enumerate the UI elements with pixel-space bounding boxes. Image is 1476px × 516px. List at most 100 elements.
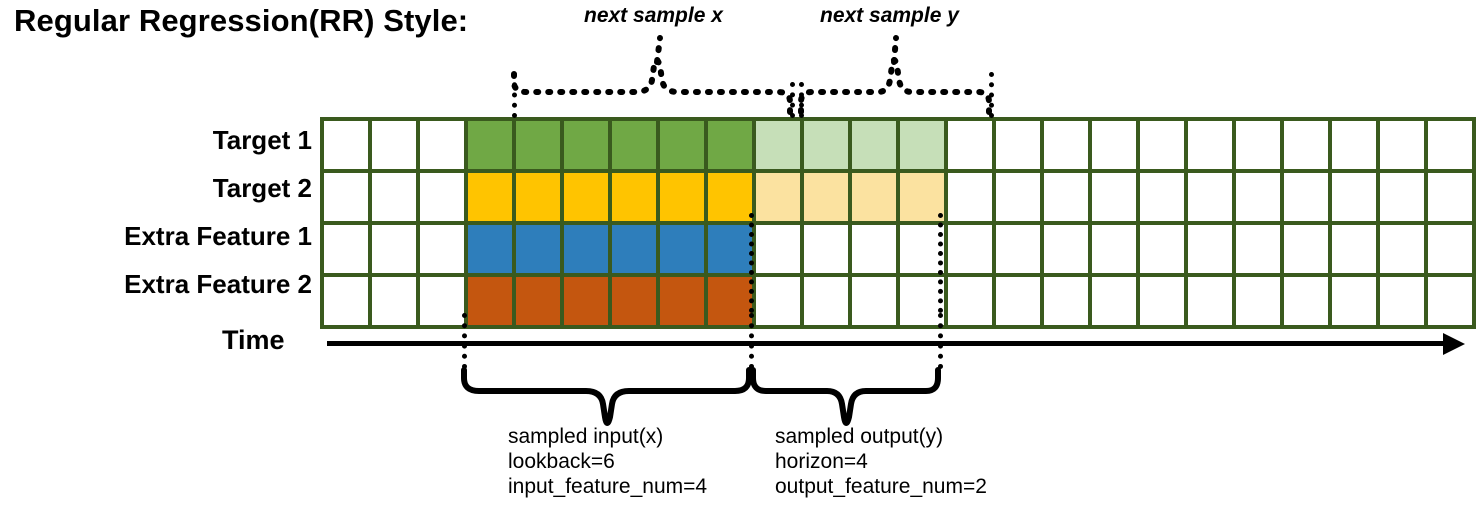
- grid-cell: [948, 277, 992, 325]
- grid-cell: [564, 173, 608, 221]
- grid-cell: [660, 173, 704, 221]
- grid-cell: [420, 121, 464, 169]
- grid-cell: [1140, 173, 1184, 221]
- grid-cell: [852, 121, 896, 169]
- grid-cell: [1140, 277, 1184, 325]
- grid-cell: [804, 173, 848, 221]
- grid-cell: [1428, 225, 1472, 273]
- time-axis-arrow-icon: [1443, 333, 1465, 355]
- annotation-lookback: lookback=6: [508, 450, 615, 473]
- grid-cell: [1092, 225, 1136, 273]
- grid-cell: [564, 277, 608, 325]
- grid-cell: [324, 277, 368, 325]
- dotted-guide-bottom-right: [938, 313, 943, 369]
- grid-cell: [900, 121, 944, 169]
- dotted-guide-top-right: [989, 72, 994, 118]
- row-label-target-1: Target 1: [212, 125, 312, 155]
- grid-cell: [1140, 225, 1184, 273]
- grid-cell: [1428, 121, 1472, 169]
- grid-cell: [708, 277, 752, 325]
- annotation-next-sample-x: next sample x: [584, 4, 723, 27]
- grid-cell: [612, 173, 656, 221]
- brace-sampled-output: [750, 367, 941, 426]
- grid-cell: [372, 277, 416, 325]
- grid-cell: [852, 277, 896, 325]
- grid-cell: [1284, 173, 1328, 221]
- grid-cell: [1092, 121, 1136, 169]
- row-label-target-2: Target 2: [212, 173, 312, 203]
- grid-cell: [1284, 277, 1328, 325]
- grid-cell: [948, 173, 992, 221]
- grid-cell: [1188, 173, 1232, 221]
- dotted-guide-bottom-left: [462, 313, 467, 369]
- dotted-guide-grid-right: [938, 213, 943, 313]
- grid-cell: [852, 225, 896, 273]
- grid-cell: [420, 277, 464, 325]
- grid-cell: [1236, 173, 1280, 221]
- dotted-guide-bottom-mid: [749, 313, 754, 369]
- grid-cell: [996, 121, 1040, 169]
- grid-cell: [1236, 121, 1280, 169]
- grid-cell: [1188, 277, 1232, 325]
- grid-cell: [708, 225, 752, 273]
- grid-cell: [324, 121, 368, 169]
- grid-cell: [1140, 121, 1184, 169]
- grid-cell: [1236, 225, 1280, 273]
- grid-cell: [804, 225, 848, 273]
- grid-cell: [1428, 173, 1472, 221]
- grid-cell: [804, 121, 848, 169]
- grid-cell: [516, 277, 560, 325]
- grid-cell: [1044, 225, 1088, 273]
- dotted-brace-next-sample-y: [798, 57, 992, 115]
- grid-cell: [1188, 225, 1232, 273]
- grid-cell: [1236, 277, 1280, 325]
- grid-cell: [1044, 173, 1088, 221]
- grid-cell: [1044, 121, 1088, 169]
- grid-cell: [756, 277, 800, 325]
- grid-cell: [708, 173, 752, 221]
- grid-cell: [516, 121, 560, 169]
- annotation-input-feature-num: input_feature_num=4: [508, 475, 708, 498]
- grid-cell: [996, 225, 1040, 273]
- row-label-extra-feature-2: Extra Feature 2: [124, 269, 312, 299]
- grid-cell: [612, 225, 656, 273]
- time-axis-label: Time: [222, 325, 285, 355]
- grid-cell: [660, 121, 704, 169]
- grid-cell: [900, 277, 944, 325]
- grid-cell: [660, 277, 704, 325]
- grid-cell: [420, 225, 464, 273]
- dotted-guide-top-mid-b: [799, 82, 804, 118]
- grid-cell: [948, 121, 992, 169]
- dotted-stub-next-sample-x: [654, 35, 663, 65]
- grid-cell: [1092, 277, 1136, 325]
- grid-cell: [1380, 173, 1424, 221]
- grid-cell: [468, 225, 512, 273]
- grid-cell: [324, 173, 368, 221]
- grid-cell: [612, 121, 656, 169]
- grid-cell: [420, 173, 464, 221]
- grid-cell: [372, 225, 416, 273]
- grid-cell: [468, 121, 512, 169]
- grid-cell: [516, 225, 560, 273]
- annotation-horizon: horizon=4: [775, 450, 868, 473]
- annotation-next-sample-y: next sample y: [820, 4, 959, 27]
- grid-cell: [468, 173, 512, 221]
- brace-sampled-input: [461, 367, 752, 426]
- grid-cell: [1044, 277, 1088, 325]
- grid-cell: [372, 121, 416, 169]
- grid-cell: [564, 225, 608, 273]
- grid-cell: [708, 121, 752, 169]
- page-title: Regular Regression(RR) Style:: [14, 3, 469, 38]
- grid-cell: [1428, 277, 1472, 325]
- row-label-column: Target 1 Target 2 Extra Feature 1 Extra …: [10, 117, 312, 313]
- grid-cell: [1332, 173, 1376, 221]
- annotation-output-feature-num: output_feature_num=2: [775, 475, 987, 498]
- grid-cell: [804, 277, 848, 325]
- grid-cell: [1380, 225, 1424, 273]
- time-axis-line: [327, 341, 1452, 346]
- grid-cell: [1284, 225, 1328, 273]
- grid-cell: [756, 225, 800, 273]
- grid-cell: [756, 173, 800, 221]
- grid-cell: [1332, 121, 1376, 169]
